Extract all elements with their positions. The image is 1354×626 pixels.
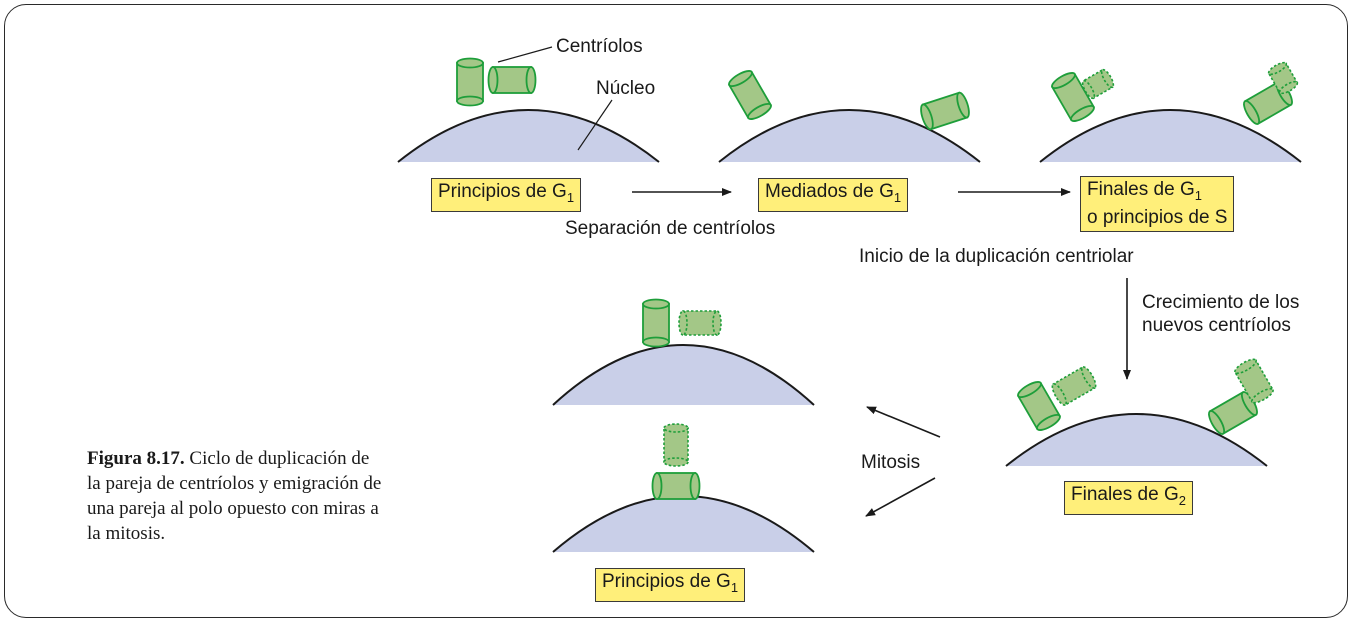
label-nucleo: Núcleo [596, 78, 656, 99]
stage-principios-g1-bottom: Principios de G1 [595, 568, 746, 602]
stage-finales-g2: Finales de G2 [1064, 481, 1193, 515]
stage-subscript: 1 [566, 189, 575, 205]
leader-nucleo [577, 99, 613, 151]
label-centriolos: Centríolos [556, 36, 643, 57]
centriole [651, 472, 701, 500]
stage-finales-g1: Finales de G1 o principios de S [1080, 176, 1235, 232]
new-centriole [1049, 364, 1099, 408]
centriole [487, 66, 537, 94]
stage-subscript: 1 [730, 579, 739, 595]
caption-text: Ciclo de duplicación de la pareja de cen… [87, 448, 382, 544]
arrow-mitosis-up [866, 406, 941, 438]
label-mitosis: Mitosis [861, 452, 921, 473]
label-separacion: Separación de centríolos [565, 218, 776, 239]
leader-centriolos [497, 46, 553, 63]
new-centriole [678, 310, 722, 336]
stage-text: Principios de G [438, 181, 567, 202]
label-crecimiento-1: Crecimiento de los [1142, 292, 1300, 313]
stage-subscript: 2 [1178, 492, 1186, 508]
centriole [726, 67, 774, 123]
stage-line-1: Finales de G1 [1087, 179, 1227, 207]
stage-mediados-g1: Mediados de G1 [758, 178, 909, 212]
stage-principios-g1-top: Principios de G1 [431, 178, 582, 212]
stage-text: Finales de G [1071, 484, 1179, 505]
centriole [642, 298, 670, 348]
arrow-mitosis-down [865, 477, 936, 517]
stage-text: Finales de G [1087, 179, 1195, 200]
stage-text: Mediados de G [765, 181, 894, 202]
figure-frame [4, 4, 1348, 618]
centriole [917, 90, 973, 132]
stage-subscript: 1 [893, 189, 902, 205]
label-inicio-duplicacion: Inicio de la duplicación centriolar [859, 246, 1134, 267]
centriole [456, 57, 484, 107]
label-crecimiento-2: nuevos centríolos [1142, 315, 1291, 336]
figure-number: Figura 8.17. [87, 448, 185, 469]
stage-line-2: o principios de S [1087, 206, 1228, 228]
new-centriole [663, 423, 689, 467]
stage-text: Principios de G [602, 571, 731, 592]
figure-caption: Figura 8.17. Ciclo de duplicación de la … [87, 446, 385, 546]
stage-subscript: 1 [1194, 187, 1202, 203]
